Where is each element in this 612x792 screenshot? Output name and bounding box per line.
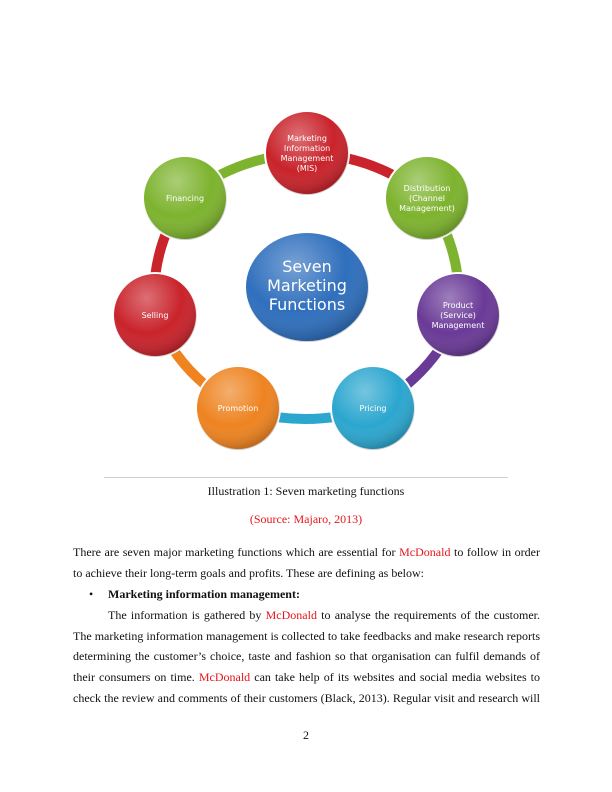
function-node: Financing [142, 155, 228, 241]
node-label: Product [443, 301, 473, 310]
figure-caption: Illustration 1: Seven marketing function… [207, 484, 405, 498]
node-label: (Service) [440, 311, 476, 320]
node-label: Management [432, 321, 485, 330]
node-label: (Channel [409, 194, 445, 203]
node-label: Management [281, 154, 334, 163]
page-number: 2 [303, 728, 309, 742]
brand-mention: McDonald [198, 670, 251, 684]
node-label: Selling [142, 311, 169, 320]
figure-source: (Source: Majaro, 2013) [249, 512, 363, 526]
body-line: to achieve their long-term goals and pro… [73, 566, 424, 580]
node-label: Marketing [287, 134, 327, 143]
node-label: Distribution [404, 184, 451, 193]
body-line: There are seven major marketing function… [73, 545, 541, 559]
node-label: Pricing [360, 404, 387, 413]
body-line: The information is gathered by McDonald … [108, 608, 540, 622]
body-line: The marketing information management is … [73, 629, 540, 643]
caption-divider [104, 477, 508, 478]
section-heading: Marketing information management: [108, 587, 300, 601]
function-node: Product(Service)Management [415, 272, 501, 358]
body-line: their consumers on time. McDonald can ta… [73, 670, 541, 684]
center-label: Functions [269, 295, 345, 314]
node-label: Information [284, 144, 330, 153]
body-line: check the review and comments of their c… [73, 691, 540, 705]
brand-mention: McDonald [265, 608, 317, 622]
function-node: Selling [112, 272, 198, 358]
function-node: Pricing [330, 365, 416, 451]
node-label: (MIS) [297, 164, 318, 173]
seven-marketing-functions-diagram: MarketingInformationManagement(MIS)Distr… [112, 110, 501, 451]
node-label: Financing [166, 194, 204, 203]
center-label: Seven [282, 257, 331, 276]
function-node: Promotion [195, 365, 281, 451]
node-label: Management) [399, 204, 455, 213]
center-label: Marketing [267, 276, 347, 295]
brand-mention: McDonald [399, 545, 451, 559]
body-line: determining the customer’s choice, taste… [73, 649, 540, 663]
node-label: Promotion [218, 404, 259, 413]
bullet-icon: • [89, 587, 94, 601]
